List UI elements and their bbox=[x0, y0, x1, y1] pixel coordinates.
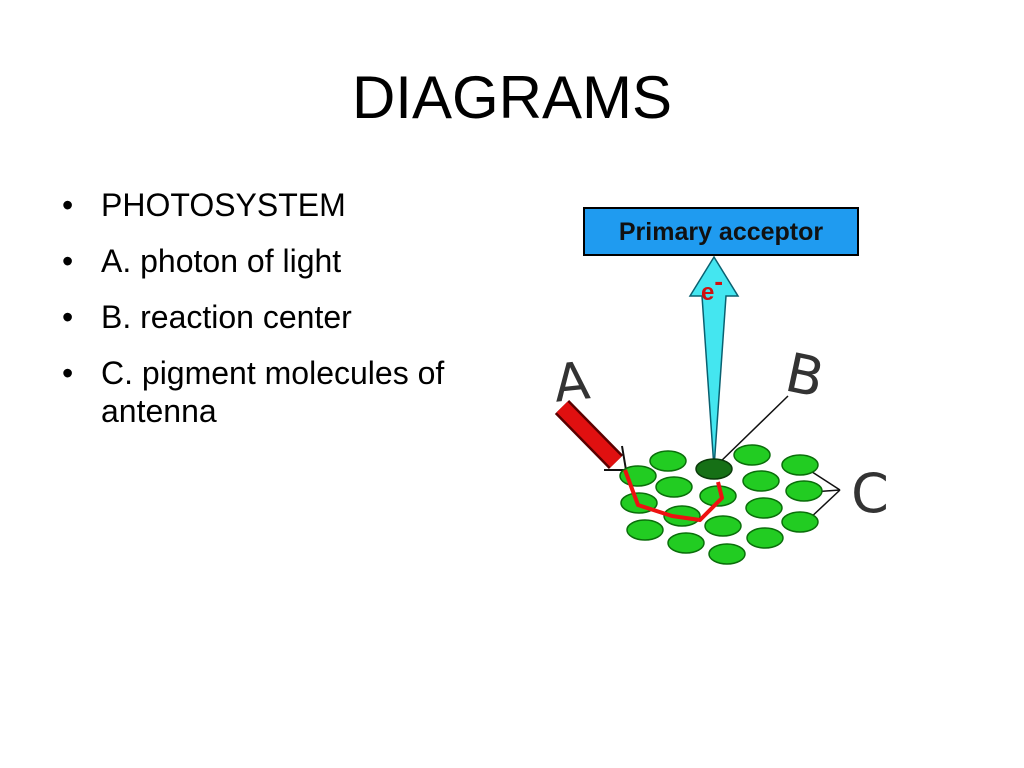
pigment-molecule bbox=[785, 480, 823, 502]
primary-acceptor-box bbox=[583, 207, 859, 256]
energy-transfer-path bbox=[623, 469, 724, 522]
bullet-item-photon: • A. photon of light bbox=[58, 242, 508, 280]
bullet-dot: • bbox=[62, 299, 74, 335]
bullet-item-pigment: • C. pigment molecules of antenna bbox=[58, 354, 508, 430]
bullet-dot: • bbox=[62, 187, 74, 223]
pigment-molecule bbox=[667, 532, 705, 554]
pigment-molecule bbox=[626, 519, 664, 541]
pigment-molecule bbox=[704, 515, 742, 537]
primary-acceptor-label: Primary acceptor bbox=[619, 218, 824, 246]
pigment-molecule bbox=[781, 511, 819, 533]
pigment-molecule bbox=[742, 470, 780, 492]
label-b-pointer bbox=[715, 395, 789, 467]
pigment-molecule bbox=[733, 444, 771, 466]
bullet-list: • PHOTOSYSTEM • A. photon of light • B. … bbox=[58, 186, 508, 448]
bullet-item-photosystem: • PHOTOSYSTEM bbox=[58, 186, 508, 224]
pigment-molecule bbox=[745, 497, 783, 519]
pigment-molecule bbox=[655, 476, 693, 498]
label-c: C bbox=[851, 462, 889, 525]
pigment-molecule bbox=[649, 450, 687, 472]
pigment-molecule bbox=[746, 527, 784, 549]
bullet-dot: • bbox=[62, 355, 74, 391]
pigment-molecule bbox=[781, 454, 819, 476]
slide-title: DIAGRAMS bbox=[351, 64, 673, 131]
bullet-text: B. reaction center bbox=[101, 299, 352, 335]
bullet-text: C. pigment molecules of antenna bbox=[101, 355, 445, 429]
bullet-dot: • bbox=[62, 243, 74, 279]
photon-arrow-fill bbox=[556, 401, 622, 468]
electron-label: e- bbox=[701, 266, 723, 306]
reaction-center bbox=[695, 458, 733, 480]
bullet-text: A. photon of light bbox=[101, 243, 342, 279]
pigment-molecule bbox=[708, 543, 746, 565]
bullet-item-reaction-center: • B. reaction center bbox=[58, 298, 508, 336]
bullet-text: PHOTOSYSTEM bbox=[101, 187, 346, 223]
label-b: B bbox=[780, 341, 829, 410]
